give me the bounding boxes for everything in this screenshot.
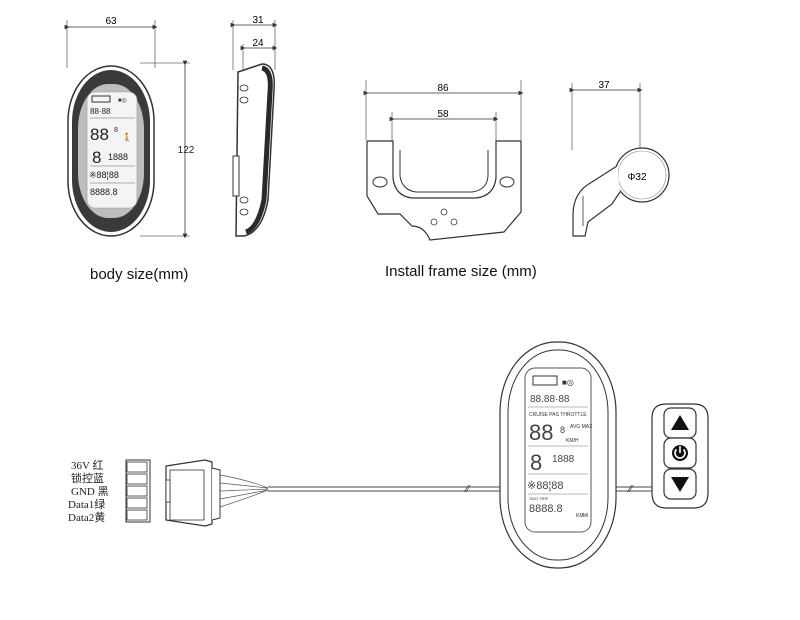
headlight-icon: ■◎ bbox=[118, 98, 127, 104]
svg-text:⁄⁄: ⁄⁄ bbox=[463, 484, 471, 495]
wire-label-4-color: 绿 bbox=[94, 497, 105, 511]
install-frame-front-view: 86 58 bbox=[363, 80, 524, 241]
svg-text:88.88·88: 88.88·88 bbox=[530, 394, 570, 405]
svg-text:8888.8: 8888.8 bbox=[529, 503, 563, 515]
svg-text:Data1绿: Data1绿 bbox=[68, 497, 105, 511]
dim-body-depth-outer: 31 bbox=[252, 15, 264, 26]
svg-text:Data2黄: Data2黄 bbox=[68, 510, 105, 524]
display-label-mi: Mi bbox=[583, 513, 588, 519]
display-unit: ■◎ 88.88·88 CRUISE PAS THROTTLE 88 8 AVG… bbox=[499, 341, 617, 569]
body-front-view: 63 122 ■◎ 88·88 88 8 🚶 8 1888 ※88¦88 888… bbox=[64, 16, 195, 239]
svg-text:88·88: 88·88 bbox=[90, 107, 111, 116]
display-label-kmh: KM/H bbox=[566, 438, 579, 444]
dim-body-depth-inner: 24 bbox=[252, 38, 264, 49]
battery-icon bbox=[91, 95, 111, 103]
dim-clamp-depth: 37 bbox=[598, 80, 610, 91]
svg-text:8: 8 bbox=[530, 450, 542, 475]
svg-text:ODO TRIP: ODO TRIP bbox=[529, 496, 549, 501]
dim-body-width: 63 bbox=[105, 16, 117, 27]
down-arrow-icon bbox=[671, 477, 689, 492]
power-icon bbox=[672, 445, 688, 461]
clamp-side-view: 37 Φ32 bbox=[569, 80, 670, 237]
wire-label-4-voltage: Data1 bbox=[68, 499, 94, 511]
svg-text:GND 黑: GND 黑 bbox=[71, 485, 109, 498]
button-pad bbox=[651, 403, 709, 509]
dim-body-height: 122 bbox=[178, 145, 195, 156]
up-arrow-icon bbox=[671, 415, 689, 430]
svg-text:88: 88 bbox=[529, 420, 553, 445]
wire-label-5-color: 黄 bbox=[94, 510, 105, 524]
wire-label-1-voltage: 36V bbox=[71, 460, 90, 472]
svg-text:■◎: ■◎ bbox=[562, 378, 574, 387]
svg-text:1888: 1888 bbox=[552, 454, 575, 465]
svg-text:锁控蓝: 锁控蓝 bbox=[71, 471, 104, 485]
svg-text:🚶: 🚶 bbox=[122, 132, 132, 142]
svg-text:8: 8 bbox=[114, 127, 118, 134]
wire-label-1-color: 红 bbox=[93, 459, 104, 472]
wire-label-2-color: 蓝 bbox=[93, 472, 104, 485]
display-label-avg-max: AVG MAX bbox=[570, 424, 593, 430]
svg-text:8: 8 bbox=[92, 148, 101, 167]
svg-text:8888.8: 8888.8 bbox=[90, 187, 118, 197]
display-label-modes: CRUISE PAS THROTTLE bbox=[529, 412, 587, 418]
body-size-caption: body size(mm) bbox=[90, 266, 189, 283]
dim-frame-inner: 58 bbox=[437, 109, 449, 120]
dim-frame-outer: 86 bbox=[437, 83, 449, 94]
wiring-diagram: 36V 红 锁控蓝 GND 黑 Data1绿 Data2黄 bbox=[68, 341, 709, 569]
wire-label-3-color: 黑 bbox=[98, 485, 109, 498]
svg-text:88: 88 bbox=[90, 125, 109, 144]
svg-text:※88¦88: ※88¦88 bbox=[89, 170, 119, 180]
install-frame-caption: Install frame size (mm) bbox=[385, 263, 537, 280]
body-side-view: 31 24 bbox=[230, 15, 278, 237]
wire-label-2-voltage: 锁控 bbox=[71, 471, 93, 485]
wire-labels: 36V 红 锁控蓝 GND 黑 Data1绿 Data2黄 bbox=[68, 459, 109, 524]
svg-text:⁄⁄: ⁄⁄ bbox=[626, 484, 634, 495]
svg-text:※88¦88: ※88¦88 bbox=[527, 480, 564, 492]
wire-label-3-voltage: GND bbox=[71, 486, 95, 498]
display-label-km: KM bbox=[576, 513, 584, 519]
svg-text:1888: 1888 bbox=[108, 152, 128, 162]
svg-text:36V 红: 36V 红 bbox=[71, 459, 104, 472]
dim-clamp-diameter: Φ32 bbox=[627, 172, 647, 183]
wire-label-5-voltage: Data2 bbox=[68, 512, 94, 524]
svg-text:8: 8 bbox=[560, 425, 565, 435]
